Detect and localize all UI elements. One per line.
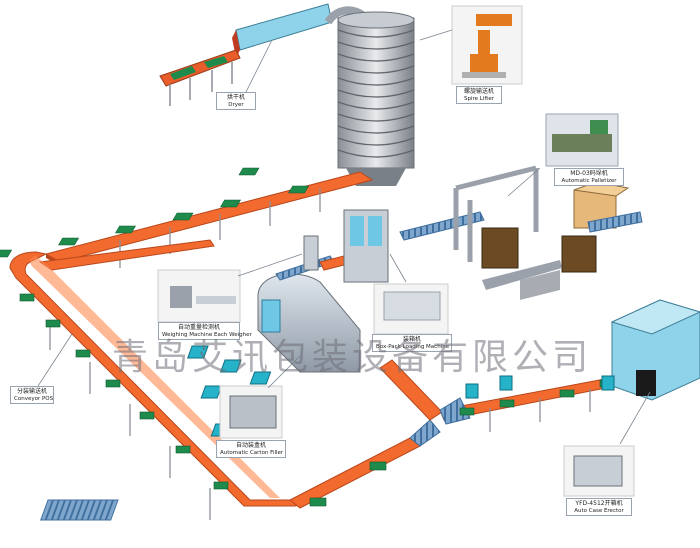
palletizer: [399, 165, 643, 300]
dryer-machine: [159, 3, 333, 106]
weigher-label-en: Weighing Machine Each Weigher: [162, 331, 252, 338]
conveyor-label-en: Conveyor POS: [14, 395, 54, 402]
main-conveyor: [9, 251, 301, 521]
case-loading-label: 装箱机 Box-Pack Loading Machine: [372, 334, 452, 353]
weigher-label-cn: 自动重量检测机: [177, 324, 220, 331]
palletizer-photo: [545, 113, 619, 167]
conveyor-label: 分装输送机 Conveyor POS: [10, 386, 54, 405]
case-erector-machine: [465, 299, 700, 401]
carton-filler-label-en: Automatic Carton Filler: [220, 449, 284, 456]
case-erector-photo: [563, 445, 635, 497]
spire-lifter-label-cn: 螺旋输送机: [463, 88, 494, 95]
palletizer-label: MD-03码垛机 Automatic Palletizer: [554, 168, 624, 187]
product-trays: [0, 167, 615, 507]
palletizer-label-cn: MD-03码垛机: [570, 170, 608, 177]
company-watermark: 青岛艾讯包装设备有限公司: [112, 337, 593, 378]
carton-filler-label-cn: 自动装盒机: [235, 442, 266, 449]
weigher-label: 自动重量检测机 Weighing Machine Each Weigher: [158, 322, 252, 341]
dryer-label-en: Dryer: [228, 101, 244, 108]
spire-lifter-label-en: Spire Lifter: [463, 95, 495, 102]
weigher-photo: [157, 269, 241, 323]
carton-filler-label: 自动装盒机 Automatic Carton Filler: [216, 440, 286, 459]
dryer-label: 烘干机 Dryer: [216, 92, 256, 111]
carton-filler-photo: [219, 385, 283, 439]
case-erector-conveyor: [439, 371, 647, 432]
carton-filler-tunnel: [187, 273, 361, 437]
spire-lifter: [324, 6, 415, 186]
upper-conveyor: [44, 171, 374, 268]
weigher-line: [275, 209, 389, 283]
palletizer-label-en: Automatic Palletizer: [561, 177, 617, 184]
conveyor-label-cn: 分装输送机: [16, 388, 47, 395]
dryer-label-cn: 烘干机: [226, 94, 245, 101]
case-loader-photo: [373, 283, 449, 335]
case-erector-label-en: Auto Case Erector: [574, 507, 624, 514]
bottom-conveyor: [289, 359, 443, 509]
robot-photo: [451, 5, 523, 85]
case-erector-label-cn: YFD-4512开箱机: [575, 500, 623, 507]
case-erector-label: YFD-4512开箱机 Auto Case Erector: [566, 498, 632, 517]
spire-lifter-label: 螺旋输送机 Spire Lifter: [456, 86, 502, 105]
callout-leaders: [37, 29, 651, 445]
case-loading-label-en: Box-Pack Loading Machine: [376, 343, 450, 350]
case-loading-label-cn: 装箱机: [402, 336, 421, 343]
